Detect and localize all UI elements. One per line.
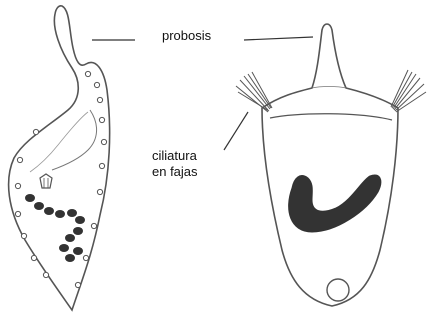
right-body-outline: [262, 24, 398, 306]
probosis-leader-right: [244, 37, 313, 40]
ciliatura-leader: [224, 112, 248, 150]
left-body-outline: [9, 6, 110, 310]
right-organism: [236, 24, 426, 306]
label-en-fajas: en fajas: [152, 164, 198, 180]
right-vacuole: [327, 279, 349, 301]
left-organism: [9, 6, 110, 310]
left-cytostome: [40, 174, 52, 188]
label-ciliatura: ciliatura: [152, 148, 197, 164]
label-probosis: probosis: [162, 28, 211, 44]
right-cilia-tuft-right: [391, 70, 426, 112]
